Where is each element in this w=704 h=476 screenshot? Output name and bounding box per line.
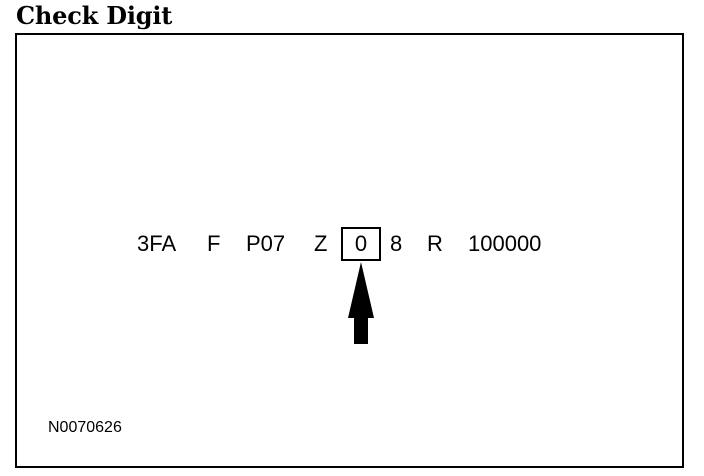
vin-segment-wmi: 3FA [137, 231, 177, 256]
pointer-arrow-icon [348, 262, 374, 344]
page-title: Check Digit [16, 1, 173, 30]
arrow-shape [348, 262, 374, 344]
diagram-frame [15, 33, 684, 468]
check-digit-value: 0 [354, 231, 368, 256]
vin-segment-line-series-body: P07 [246, 231, 286, 256]
check-digit-box [341, 227, 381, 261]
vin-segment-model-year: 8 [390, 231, 403, 256]
vin-sequence: 3FA F P07 Z 8 R 100000 [0, 227, 704, 261]
vin-segment-plant: R [427, 231, 443, 256]
vin-segment-restraint: F [207, 231, 221, 256]
vin-segment-serial: 100000 [468, 231, 542, 256]
reference-code: N0070626 [48, 419, 122, 436]
vin-segment-engine: Z [314, 231, 328, 256]
